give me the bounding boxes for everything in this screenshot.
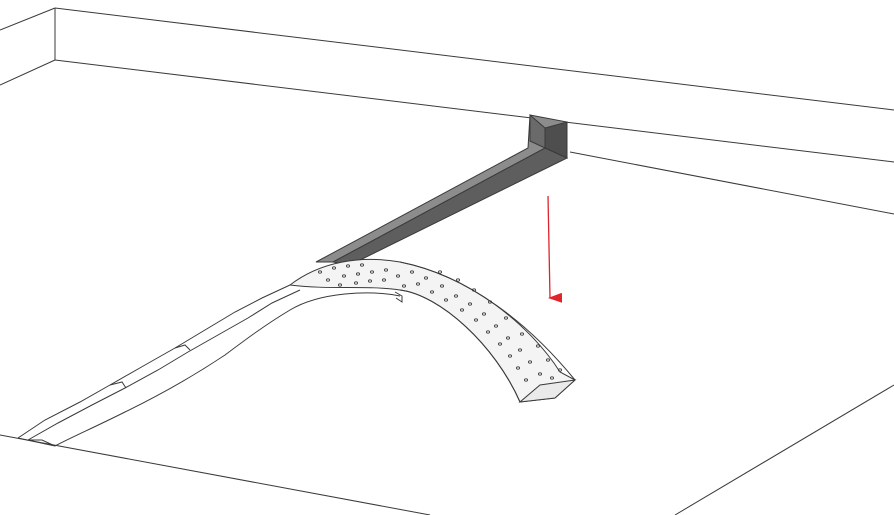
- floor-plane: [0, 384, 894, 515]
- ceiling-slab: [0, 7, 894, 215]
- slab-bottom-edge: [54, 59, 894, 163]
- slab-left-bottom-edge: [0, 59, 56, 86]
- profile-mid-edge: [27, 289, 301, 441]
- panel-outer-surface: [288, 258, 576, 403]
- panel-top-edge: [399, 261, 576, 381]
- slab-back-edge: [54, 7, 894, 111]
- floor-right-edge: [674, 384, 894, 515]
- slab-inner-edge: [569, 151, 894, 215]
- direction-arrow: [547, 195, 563, 303]
- steel-beam: [315, 113, 569, 266]
- profile-foot: [17, 437, 56, 447]
- beam-top-face: [315, 114, 568, 263]
- slab-left-top-edge: [0, 7, 56, 31]
- profile-detail-3: [394, 291, 403, 303]
- floor-front-edge: [0, 434, 431, 515]
- curved-underside-profile: [17, 284, 403, 447]
- panel-end-face: [518, 379, 577, 403]
- beam-side-face: [331, 147, 569, 266]
- profile-detail-1: [174, 344, 191, 351]
- profile-detail-2: [109, 381, 127, 389]
- panel-perforations: [317, 263, 563, 382]
- perforated-curved-panel: [288, 258, 577, 403]
- profile-upper-edge: [17, 284, 291, 439]
- profile-lower-curve: [54, 292, 401, 447]
- panel-inner-edge: [399, 289, 521, 403]
